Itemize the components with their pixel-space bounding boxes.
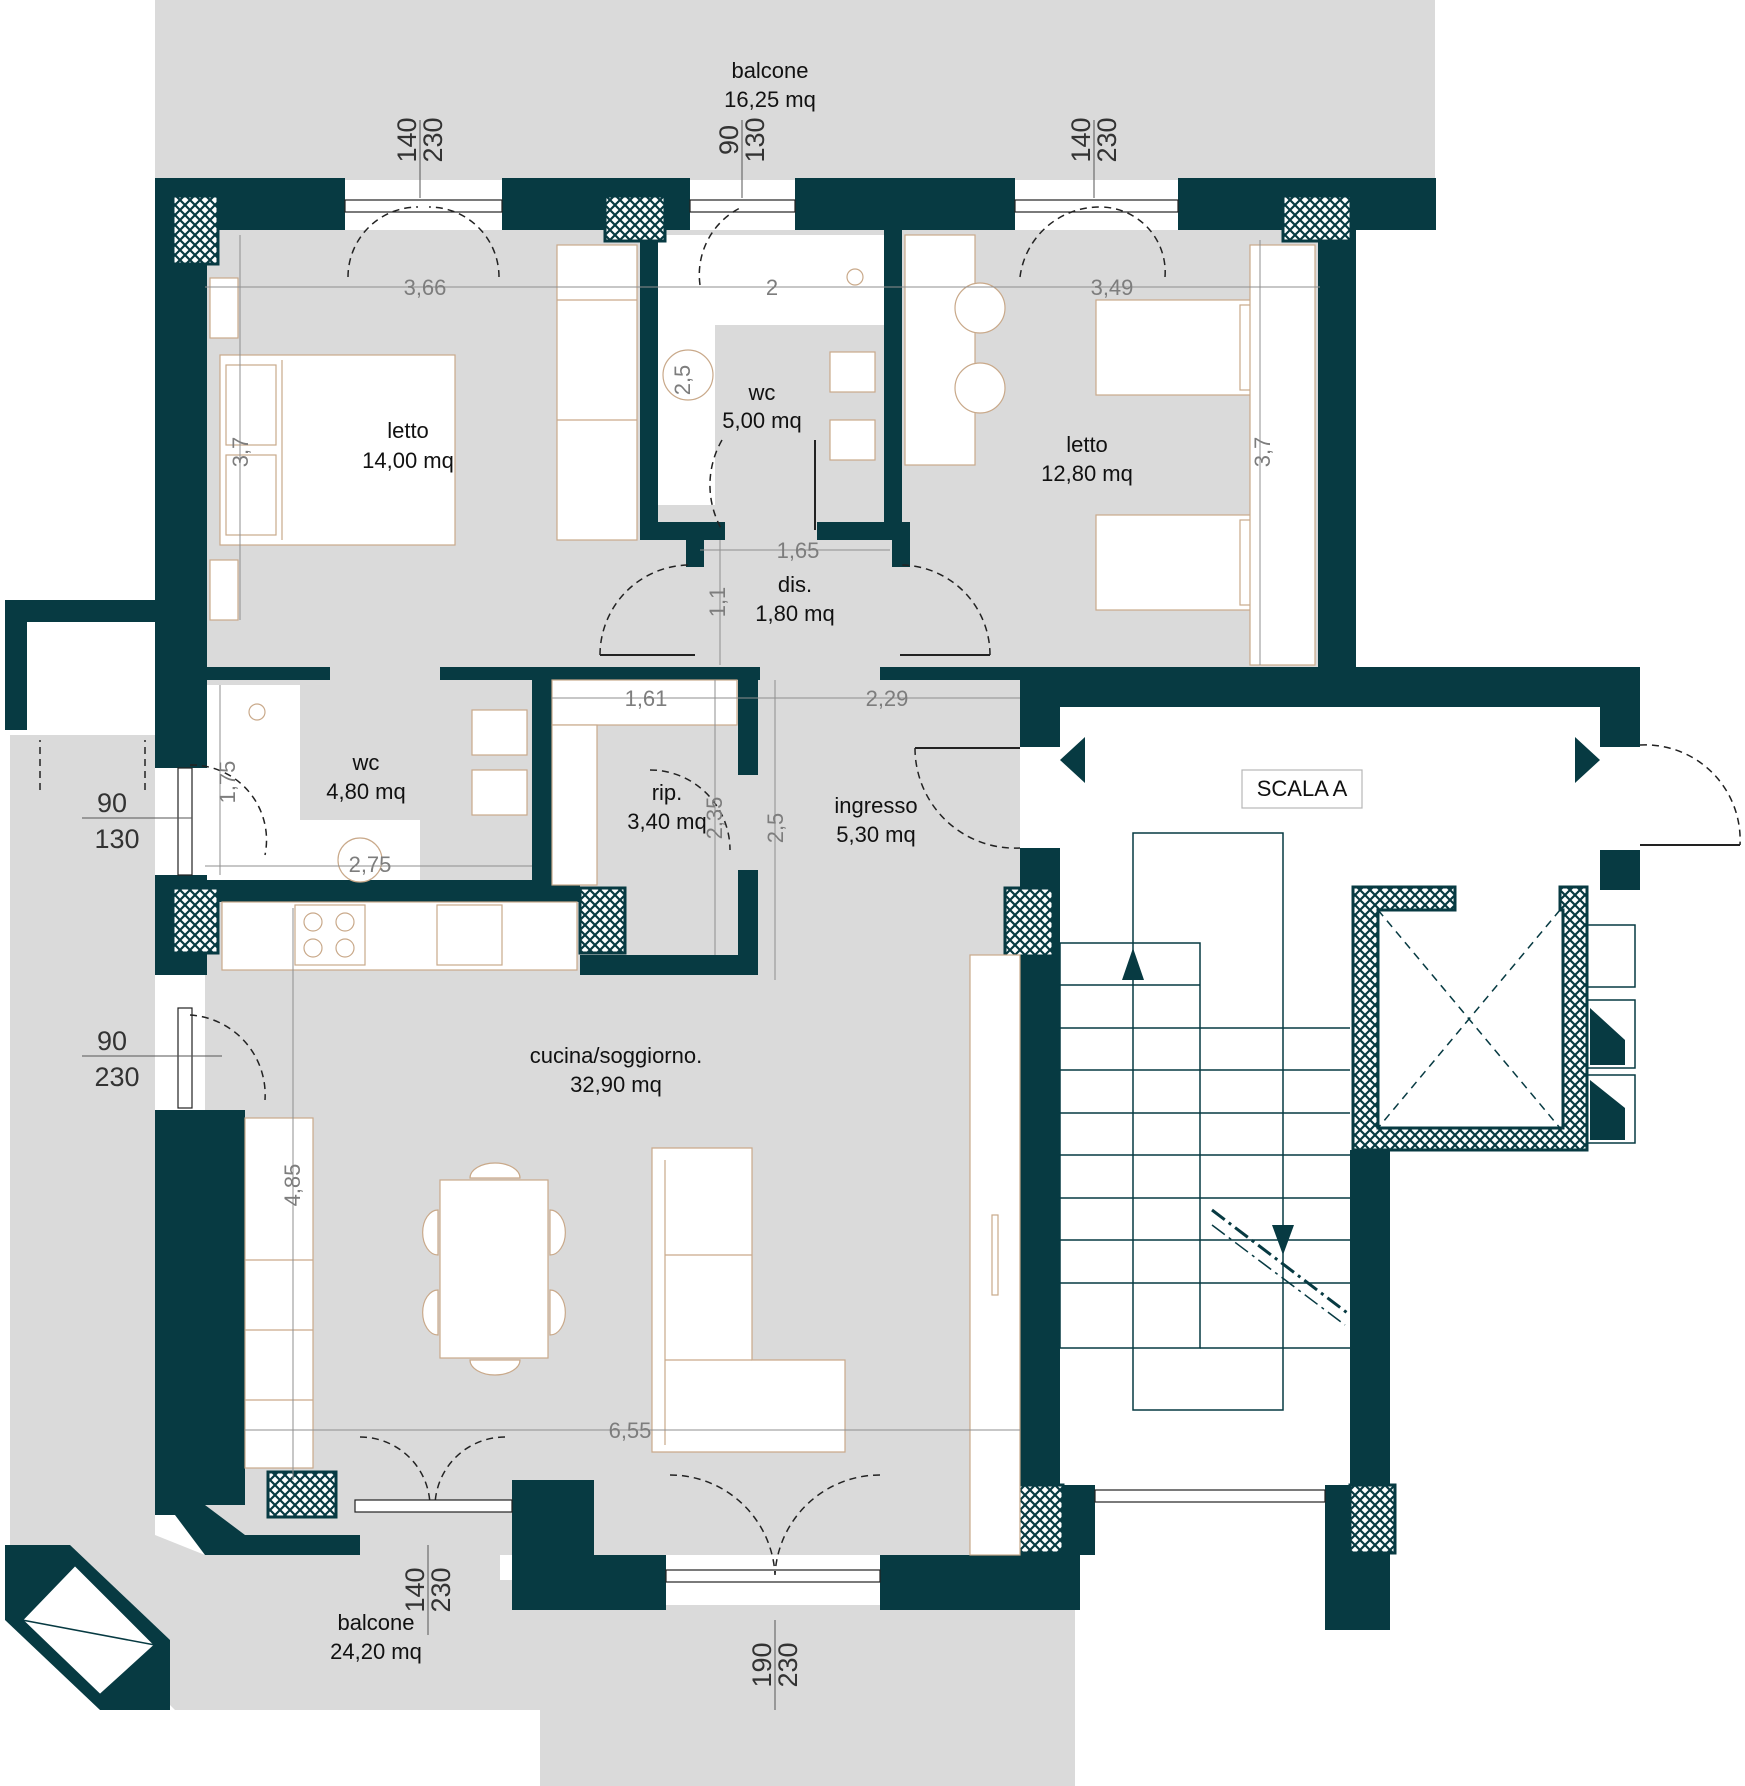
room-area: 1,80 mq	[755, 601, 835, 626]
stair-up-arrow	[1122, 948, 1144, 980]
room-name: dis.	[778, 572, 812, 597]
dim-label: 2,75	[349, 852, 392, 877]
room-name: balcone	[731, 58, 808, 83]
room-area: 5,30 mq	[836, 822, 916, 847]
window-width: 140	[392, 117, 422, 162]
room-area: 3,40 mq	[627, 809, 707, 834]
tall-units	[244, 1117, 314, 1469]
dimension-lines	[205, 235, 1320, 1480]
room-area: 24,20 mq	[330, 1639, 422, 1664]
dim-label: 2,5	[670, 365, 695, 396]
window-height: 230	[1092, 117, 1122, 162]
room-name: balcone	[337, 1610, 414, 1635]
window-height: 230	[426, 1567, 456, 1612]
lift-shaft	[1377, 909, 1561, 1129]
room-name: cucina/soggiorno.	[530, 1043, 702, 1068]
dim-label: 2,29	[866, 686, 909, 711]
dim-label: 1,1	[705, 587, 730, 618]
room-name: rip.	[652, 780, 683, 805]
dim-label: 1,61	[625, 686, 668, 711]
window-height: 230	[418, 117, 448, 162]
cooktop	[294, 904, 366, 966]
bay-window	[5, 1545, 170, 1710]
sofa	[651, 1147, 846, 1453]
wardrobe	[556, 244, 638, 541]
balcone-top-floor	[155, 0, 1435, 180]
dining-table	[439, 1179, 549, 1359]
wc-top-shower	[655, 235, 885, 325]
room-name: wc	[352, 750, 380, 775]
room-area: 5,00 mq	[722, 408, 802, 433]
balcone-bottom-floor	[10, 735, 1075, 1786]
room-labels: balcone 16,25 mq letto 14,00 mq wc 5,00 …	[326, 58, 1347, 1664]
window-width: 90	[97, 1026, 127, 1056]
room-area: 16,25 mq	[724, 87, 816, 112]
sink	[436, 904, 503, 966]
window-labels: 140 230 90 130 140 230 90 130 90 230 140…	[82, 117, 1122, 1710]
room-area: 12,80 mq	[1041, 461, 1133, 486]
dim-label: 4,85	[280, 1164, 305, 1207]
room-name: wc	[748, 380, 776, 405]
dim-label: 3,49	[1091, 275, 1134, 300]
stair-down-arrow	[1272, 1225, 1294, 1255]
room-name: letto	[1066, 432, 1108, 457]
window-height: 230	[94, 1062, 139, 1092]
window-frames	[39, 199, 1326, 1583]
room-area: 32,90 mq	[570, 1072, 662, 1097]
window-height: 230	[773, 1642, 803, 1687]
dim-label: 6,55	[609, 1418, 652, 1443]
dimension-labels: 3,66 2 3,49 2,5 3,7 3,7 1,65 1,1 1,61 2,…	[215, 275, 1275, 1443]
room-area: 4,80 mq	[326, 779, 406, 804]
window-width: 140	[400, 1567, 430, 1612]
dim-label: 3,7	[1250, 437, 1275, 468]
room-area: 14,00 mq	[362, 448, 454, 473]
staircase	[1059, 737, 1636, 1411]
window-width: 90	[714, 125, 744, 155]
window-height: 130	[94, 824, 139, 854]
interior-doors	[440, 439, 1741, 851]
dim-label: 2,35	[702, 797, 727, 840]
furniture	[209, 234, 1316, 1556]
wardrobe-right	[1249, 244, 1316, 666]
arrow-right-icon	[1575, 737, 1600, 783]
stair-floor	[1060, 705, 1360, 1535]
columns	[171, 194, 1589, 1555]
window-width: 90	[97, 788, 127, 818]
room-name: letto	[387, 418, 429, 443]
stair-label-box	[1241, 769, 1363, 809]
stair-label: SCALA A	[1257, 776, 1348, 801]
room-name: ingresso	[834, 793, 917, 818]
dim-label: 3,7	[228, 437, 253, 468]
dim-label: 1,65	[777, 538, 820, 563]
dim-label: 2,5	[763, 813, 788, 844]
window-width: 140	[1066, 117, 1096, 162]
dim-label: 3,66	[404, 275, 447, 300]
arrow-left-icon	[1060, 737, 1085, 783]
window-height: 130	[740, 117, 770, 162]
dim-label: 1,75	[215, 761, 240, 804]
dim-label: 2	[766, 275, 778, 300]
window-width: 190	[747, 1642, 777, 1687]
desk	[904, 234, 976, 466]
kitchen-counter	[221, 901, 578, 971]
lift-floor	[1350, 885, 1550, 1150]
